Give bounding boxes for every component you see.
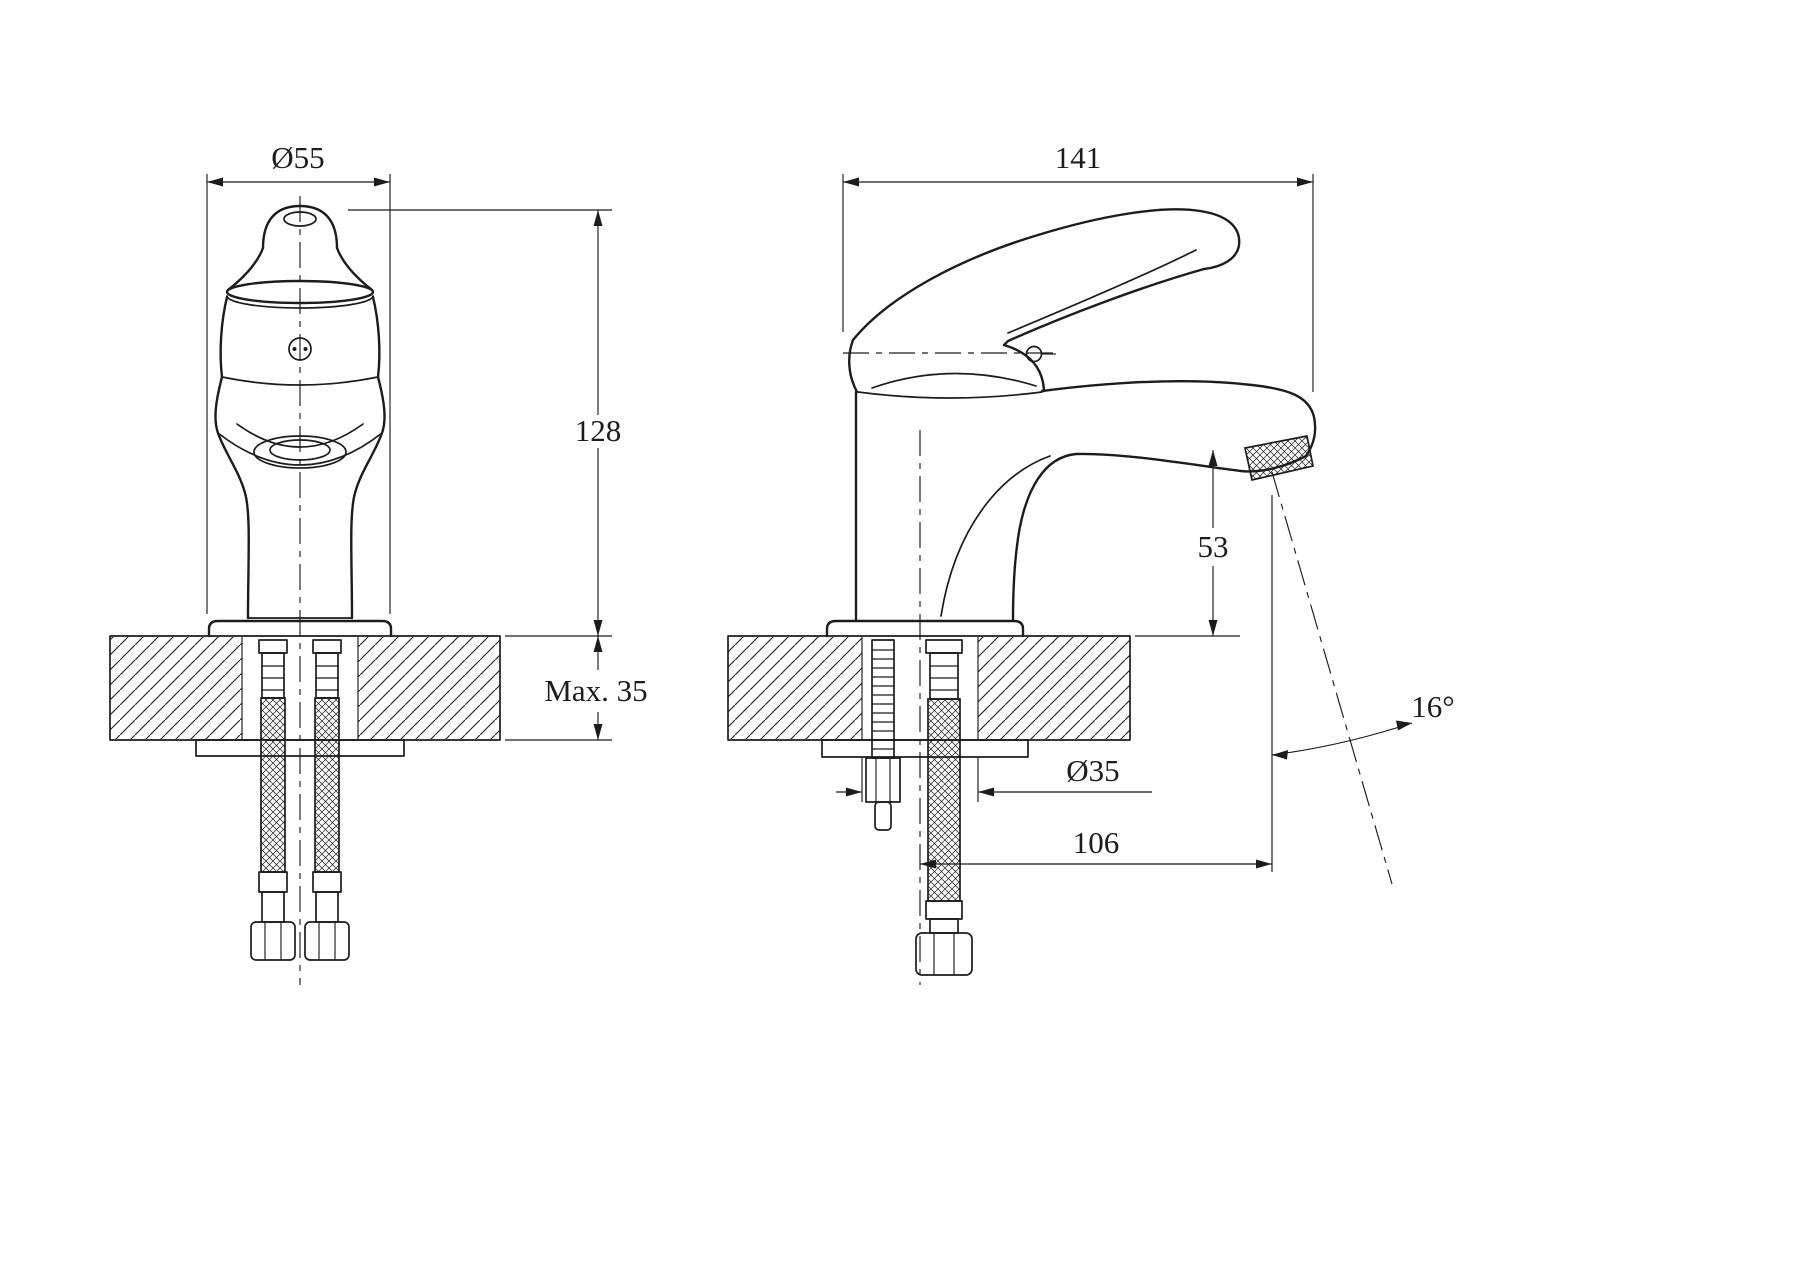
cartridge-cap <box>219 295 381 386</box>
dimension-label-spout-reach: 106 <box>1073 825 1120 860</box>
dim-spout-angle: 16° <box>1271 689 1455 760</box>
braided-section <box>314 697 340 873</box>
base-flange-front <box>207 619 393 638</box>
dimension-label-spout-height: 53 <box>1198 529 1229 564</box>
mounting-stud <box>865 639 901 831</box>
faucet-body-side <box>854 380 1317 622</box>
dim-overall-length: 141 <box>842 140 1314 392</box>
base-flange-side <box>825 619 1025 638</box>
dim-top-diameter: Ø55 <box>206 140 391 614</box>
dimension-label-hole-diameter: Ø35 <box>1066 753 1119 788</box>
dim-spout-height: 53 <box>1135 450 1240 637</box>
supply-hose-right <box>304 639 350 961</box>
dimension-label-top-diameter: Ø55 <box>271 140 324 175</box>
dim-spout-reach: 106 <box>920 825 1272 869</box>
water-stream-line <box>1271 471 1393 885</box>
dimension-label-deck-thickness: Max. 35 <box>544 673 647 708</box>
countertop-front <box>109 635 501 741</box>
handle-dome <box>848 338 1056 394</box>
dim-body-height: 128 <box>348 209 622 637</box>
pivot-screw <box>1025 345 1043 363</box>
stud-threads <box>872 649 894 750</box>
dimension-label-body-height: 128 <box>575 413 622 448</box>
hex-nut <box>250 921 296 961</box>
mounting-washer-front <box>195 739 405 757</box>
handle-knob <box>225 204 375 309</box>
set-screw <box>288 337 312 361</box>
dim-hole-diameter: Ø35 <box>836 753 1152 802</box>
hex-nut <box>304 921 350 961</box>
braided-section <box>260 697 286 873</box>
mounting-hole-edges-side <box>861 637 979 739</box>
front-view: Ø55 128 Max. 35 <box>109 140 648 985</box>
supply-hose-side <box>915 639 973 976</box>
spout-aerator <box>1243 435 1314 482</box>
side-view: 141 53 Ø35 106 16° <box>727 140 1455 985</box>
handle-lever <box>851 208 1241 347</box>
spout-body-front <box>214 375 386 620</box>
dim-deck-thickness: Max. 35 <box>505 636 648 741</box>
aerator-front <box>253 435 347 469</box>
supply-hose-left <box>250 639 296 961</box>
countertop-side <box>727 635 1131 741</box>
braided-section <box>927 698 961 902</box>
dimension-label-spout-angle: 16° <box>1411 689 1454 724</box>
mounting-hole-edges-front <box>241 637 359 739</box>
hex-nut <box>915 932 973 976</box>
mounting-washer-side <box>821 739 1029 758</box>
dimension-label-overall-length: 141 <box>1055 140 1102 175</box>
